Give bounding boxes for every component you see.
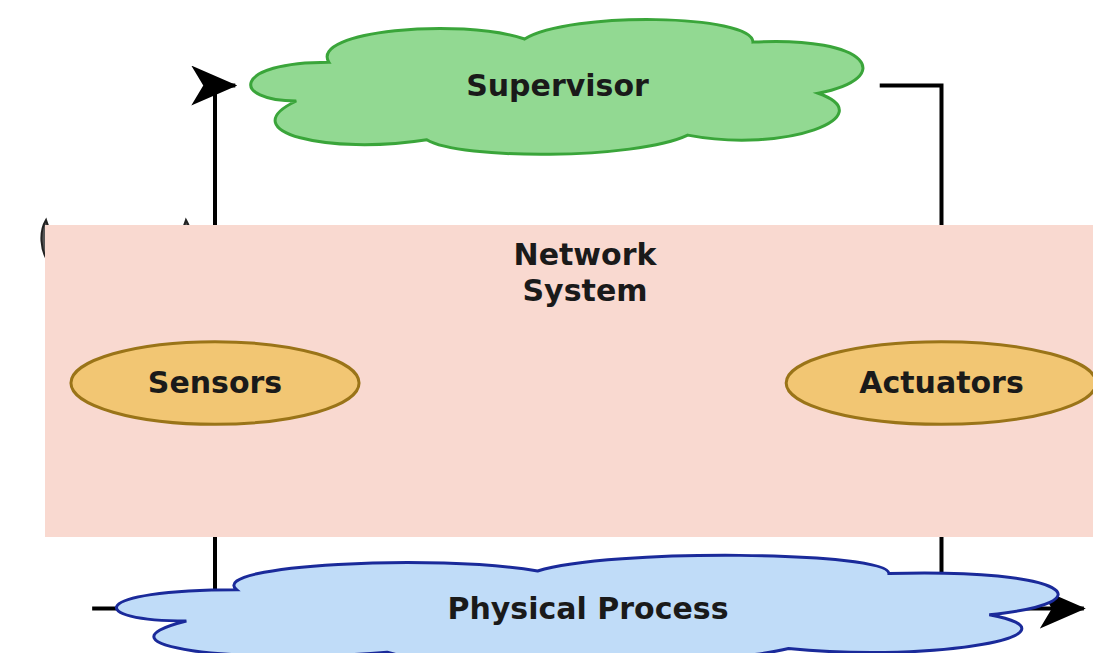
sensor-ellipse: Sensors bbox=[68, 340, 362, 426]
actuator-ellipse: Actuators bbox=[783, 340, 1093, 426]
node-label: Supervisor bbox=[466, 68, 649, 104]
node-label: Actuators bbox=[859, 365, 1024, 401]
cloud-shape bbox=[117, 555, 1059, 653]
node-label: Physical Process bbox=[447, 591, 728, 627]
network-band: Network SystemSensors Actuators bbox=[45, 225, 1093, 537]
cloud-shape bbox=[251, 20, 863, 155]
region-label: Network System bbox=[475, 237, 695, 309]
ellipse-shape bbox=[786, 342, 1093, 425]
supervisor-cloud: Supervisor bbox=[231, 8, 883, 163]
node-label: Sensors bbox=[148, 365, 282, 401]
process-cloud: Physical Process bbox=[86, 546, 1090, 653]
ellipse-shape bbox=[71, 342, 359, 425]
